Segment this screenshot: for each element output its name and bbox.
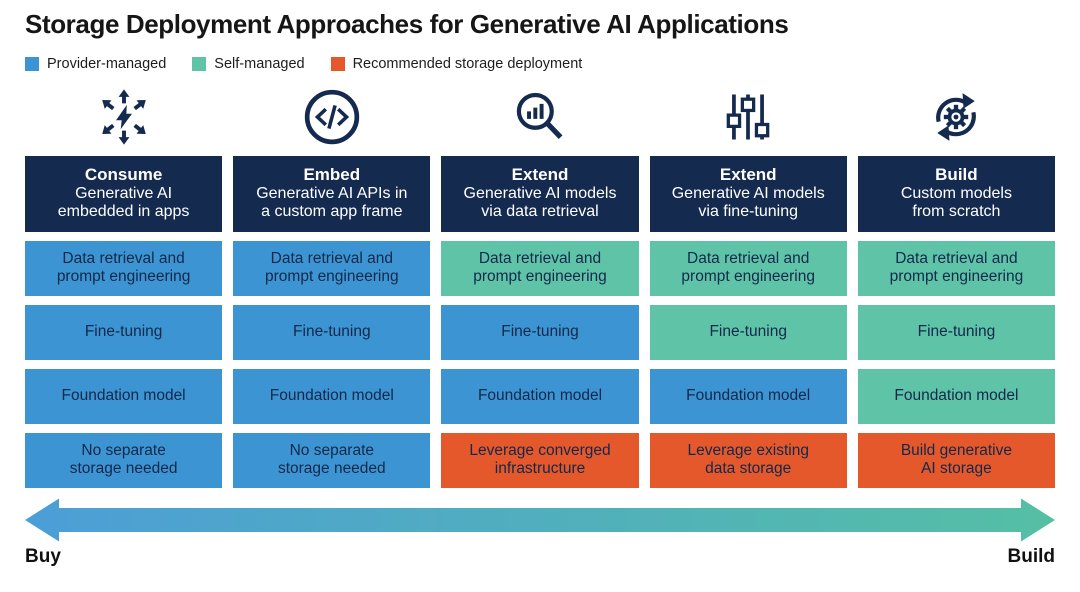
cell-row-4-recommended: Leverage existing data storage — [649, 432, 847, 488]
cell-row-4-recommended: Build generative AI storage — [857, 432, 1056, 488]
column-header: Build Custom models from scratch — [857, 155, 1056, 232]
page-title: Storage Deployment Approaches for Genera… — [25, 9, 789, 39]
cell-row-2-provider: Fine-tuning — [441, 304, 639, 360]
infographic: Storage Deployment Approaches for Genera… — [25, 9, 1056, 568]
column-header-subtitle: Generative AI models via fine-tuning — [671, 184, 825, 221]
column-icon-cell — [650, 84, 847, 150]
column-3-extend: Extend Generative AI models via data ret… — [441, 84, 639, 488]
cell-row-2-provider: Fine-tuning — [233, 304, 431, 360]
buy-build-arrow — [25, 497, 1055, 543]
legend-label: Provider-managed — [47, 55, 167, 72]
gradient-arrow-graphic — [25, 498, 1055, 542]
column-5-build: Build Custom models from scratch Data re… — [857, 84, 1056, 488]
column-header-subtitle: Custom models from scratch — [900, 184, 1012, 221]
legend: Provider-managed Self-managed Recommended … — [25, 54, 1055, 74]
axis-label-buy: Buy — [25, 545, 61, 567]
column-header: Extend Generative AI models via data ret… — [441, 155, 639, 232]
gear-cycle-icon — [936, 92, 977, 141]
cell-row-2-provider: Fine-tuning — [25, 304, 223, 360]
legend-swatch-icon — [25, 56, 39, 71]
column-header: Consume Generative AI embedded in apps — [25, 155, 223, 232]
column-header-title: Extend — [511, 165, 569, 185]
column-icon-cell — [233, 84, 430, 150]
cell-row-3-self: Foundation model — [857, 368, 1056, 424]
legend-label: Recommended storage deployment — [352, 55, 583, 72]
cell-row-4-provider: No separate storage needed — [25, 432, 223, 488]
column-header-subtitle: Generative AI APIs in a custom app frame — [256, 184, 408, 221]
cell-row-3-provider: Foundation model — [233, 368, 431, 424]
column-header-title: Consume — [84, 165, 163, 185]
cell-row-3-provider: Foundation model — [649, 368, 847, 424]
cell-row-4-recommended: Leverage converged infrastructure — [441, 432, 639, 488]
cell-row-4-provider: No separate storage needed — [233, 432, 431, 488]
cell-row-3-provider: Foundation model — [25, 368, 223, 424]
column-2-embed: Embed Generative AI APIs in a custom app… — [233, 84, 431, 488]
column-header-subtitle: Generative AI embedded in apps — [57, 184, 190, 221]
legend-item-self-managed: Self-managed — [192, 55, 305, 72]
column-header-title: Extend — [719, 165, 777, 185]
legend-item-provider-managed: Provider-managed — [25, 56, 166, 72]
cell-row-1-self: Data retrieval and prompt engineering — [649, 240, 847, 296]
bolt-scatter-icon — [101, 88, 146, 145]
cell-row-2-self: Fine-tuning — [649, 304, 847, 360]
cell-row-1-self: Data retrieval and prompt engineering — [441, 240, 639, 296]
column-icon-cell — [858, 84, 1055, 150]
legend-label: Self-managed — [214, 55, 305, 72]
column-header: Embed Generative AI APIs in a custom app… — [233, 155, 431, 232]
legend-swatch-icon — [192, 56, 207, 71]
cell-row-3-provider: Foundation model — [441, 368, 639, 424]
column-icon-cell — [441, 84, 638, 150]
cell-row-1-provider: Data retrieval and prompt engineering — [233, 240, 431, 296]
cell-row-2-self: Fine-tuning — [857, 304, 1056, 360]
cell-row-1-self: Data retrieval and prompt engineering — [857, 240, 1056, 296]
column-1-consume: Consume Generative AI embedded in apps D… — [25, 84, 223, 488]
column-4-extend: Extend Generative AI models via fine-tun… — [649, 84, 847, 488]
legend-swatch-icon — [330, 56, 345, 71]
search-chart-icon — [516, 92, 563, 139]
axis-label-build: Build — [1007, 545, 1056, 567]
column-header: Extend Generative AI models via fine-tun… — [649, 155, 847, 232]
column-icon-cell — [25, 84, 222, 150]
column-header-title: Embed — [303, 165, 361, 185]
code-circle-icon — [304, 89, 359, 144]
column-header-title: Build — [935, 165, 978, 185]
sliders-icon — [726, 94, 770, 140]
columns-grid: Consume Generative AI embedded in apps D… — [25, 84, 1056, 488]
cell-row-1-provider: Data retrieval and prompt engineering — [25, 240, 223, 296]
legend-item-recommended-storage-deployment: Recommended storage deployment — [330, 55, 583, 72]
axis-labels: Buy Build — [25, 546, 1055, 568]
column-header-subtitle: Generative AI models via data retrieval — [463, 184, 617, 221]
